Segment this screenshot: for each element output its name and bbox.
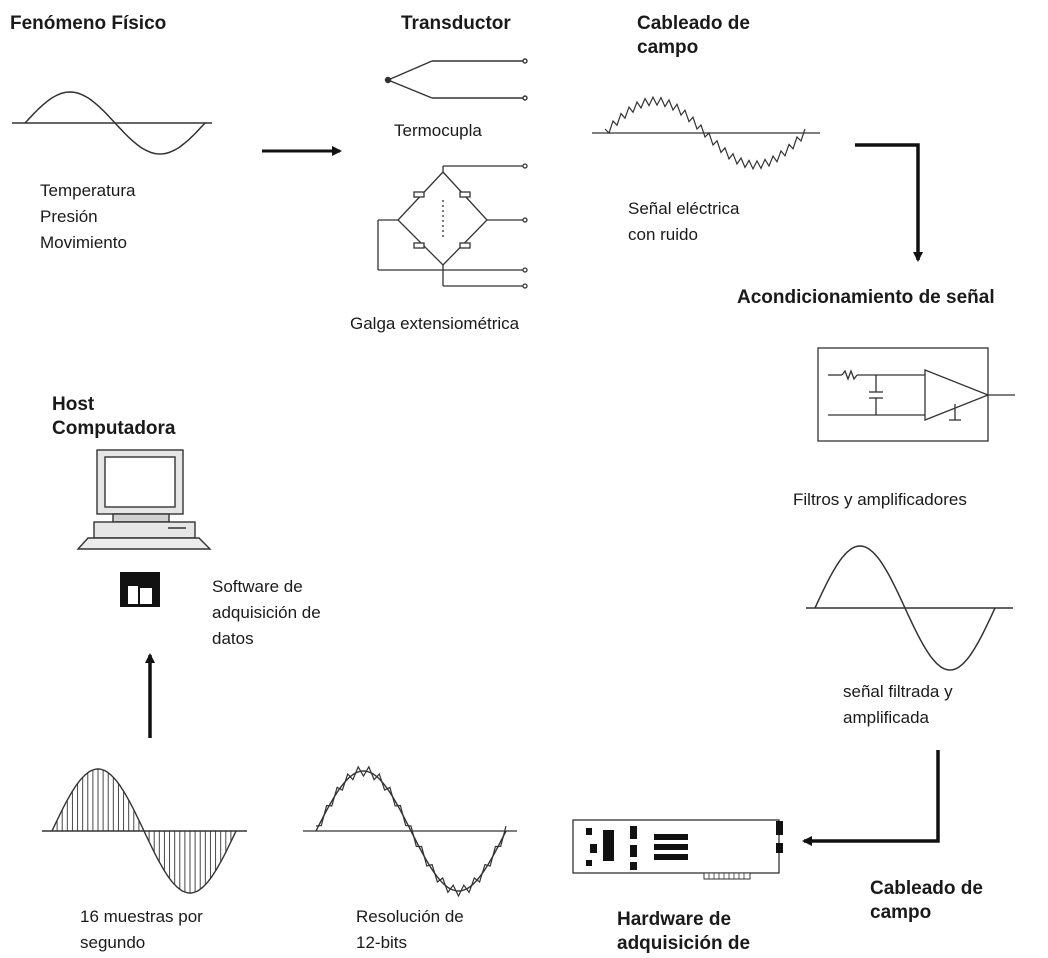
arrow-to-daq-hardware — [802, 750, 940, 846]
label-phenomena: Temperatura Presión Movimiento — [40, 181, 136, 252]
noisy-signal-wave — [592, 95, 820, 171]
heading-field-wiring-top: Cableado de campo — [637, 13, 750, 58]
heading-transducer: Transductor — [401, 13, 511, 34]
heading-host: Host Computadora — [52, 394, 176, 439]
sampling-wave — [42, 768, 247, 894]
arrow-to-conditioning — [855, 143, 923, 262]
label-software: Software de adquisición de datos — [212, 577, 321, 648]
label-filters: Filtros y amplificadores — [793, 490, 967, 509]
floppy-disk-icon — [120, 572, 160, 607]
heading-phenomenon: Fenómeno Físico — [10, 13, 167, 34]
label-resolution: Resolución de 12-bits — [356, 907, 464, 952]
daq-card — [572, 819, 783, 880]
phenomenon-wave — [12, 91, 212, 155]
label-filtered-signal: señal filtrada y amplificada — [843, 682, 953, 727]
label-noisy-signal: Señal eléctrica con ruido — [628, 199, 740, 244]
resolution-wave — [303, 765, 517, 898]
strain-gauge-bridge — [377, 163, 528, 289]
heading-field-wiring-bottom: Cableado de campo — [870, 878, 983, 923]
thermocouple-symbol — [384, 58, 528, 101]
label-thermocouple: Termocupla — [394, 121, 482, 140]
computer-icon — [76, 449, 212, 550]
heading-conditioning: Acondicionamiento de señal — [737, 287, 995, 308]
heading-daq-hardware: Hardware de adquisición de — [617, 909, 751, 954]
filtered-signal-wave — [806, 545, 1013, 671]
conditioning-circuit — [817, 347, 1015, 442]
label-strain-gauge: Galga extensiométrica — [350, 314, 520, 333]
label-sampling: 16 muestras por segundo — [80, 907, 203, 952]
